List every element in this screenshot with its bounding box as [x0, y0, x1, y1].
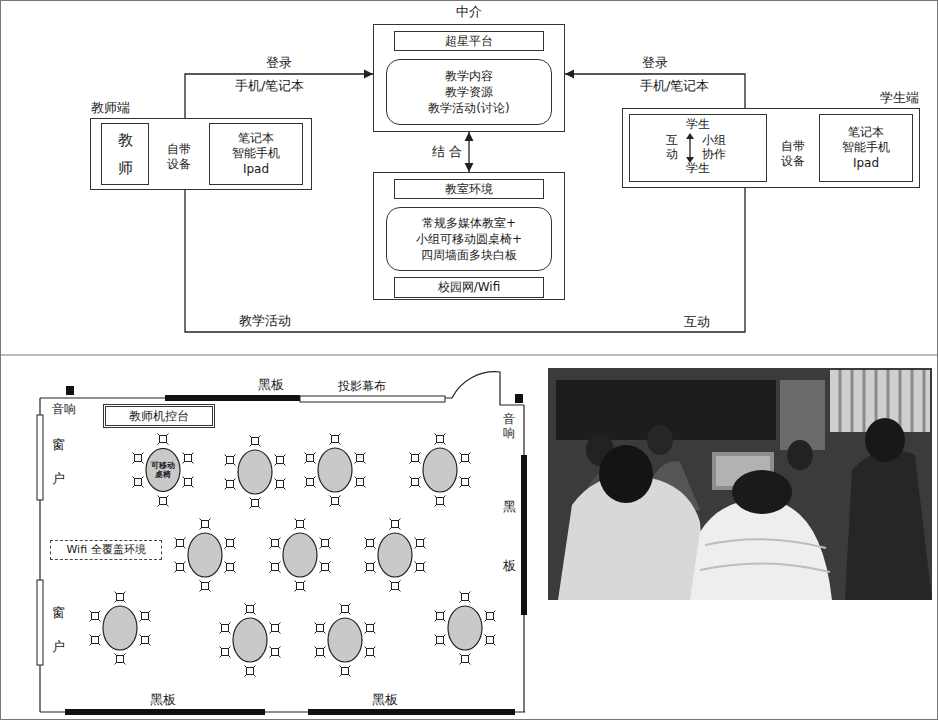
content-box: 教学内容 教学资源 教学活动(讨论)	[386, 59, 552, 125]
edge-label: 登录	[642, 55, 668, 71]
plain-label: 投影幕布	[338, 379, 386, 393]
plain-label: 音响	[52, 402, 76, 416]
node-text: 校园网/Wifi	[438, 280, 501, 294]
connector-line	[565, 74, 745, 108]
device-box: 笔记本 智能手机 Ipad	[819, 114, 913, 182]
node-text: 常规多媒体教室+ 小组可移动圆桌椅+ 四周墙面多块白板	[414, 215, 524, 264]
node-text: 教室环境	[394, 179, 544, 199]
plain-label: 手机/笔记本	[640, 78, 709, 94]
connector	[465, 132, 474, 172]
plain-label: 窗户	[52, 596, 65, 664]
edge-label: 登录	[266, 55, 292, 71]
platform-title: 超星平台	[394, 31, 544, 51]
double-arrow	[685, 133, 695, 163]
node-text: 小组协作	[702, 134, 726, 162]
student-group: 学生端学生互动小组协作学生笔记本 智能手机 Ipad	[622, 108, 920, 188]
student-box: 学生互动小组协作学生	[629, 114, 767, 182]
connector-line	[185, 188, 745, 332]
node-text: 学生	[630, 118, 766, 132]
speaker	[515, 394, 523, 403]
wifi-box: Wifi 全覆盖环境	[50, 540, 162, 560]
console-box: 教师机控台	[103, 404, 215, 428]
network-box: 校园网/Wifi	[394, 277, 544, 298]
connector	[185, 70, 373, 119]
plain-label: 黑板	[503, 478, 516, 595]
window	[37, 415, 43, 500]
edge-label: 自带设备	[167, 142, 191, 171]
teacher-group: 教师端教师笔记本 智能手机 Ipad	[90, 118, 312, 190]
connector-line	[185, 74, 373, 118]
blackboard	[521, 455, 527, 615]
window	[37, 580, 43, 665]
node-text: 超星平台	[445, 34, 493, 48]
plain-label: 黑板	[150, 692, 176, 708]
node-text: 学生	[630, 162, 766, 176]
node-text: 学生端	[880, 90, 919, 106]
plain-label: 手机/笔记本	[235, 78, 304, 94]
plain-label: 黑板	[372, 692, 398, 708]
node-text: 笔记本 智能手机 Ipad	[230, 131, 283, 178]
plain-label: 互动	[684, 314, 710, 330]
connector	[565, 70, 745, 109]
edge-label: 自带设备	[781, 139, 805, 168]
platform-box: 中介超星平台教学内容 教学资源 教学活动(讨论)	[373, 24, 565, 132]
edge-label: 教学活动	[239, 313, 291, 329]
plain-label: 窗户	[52, 428, 65, 496]
speaker	[66, 386, 74, 395]
node-text: 互动	[666, 134, 678, 162]
classroom-box: 教室环境常规多媒体教室+ 小组可移动圆桌椅+ 四周墙面多块白板校园网/Wifi	[373, 172, 565, 300]
blackboard	[65, 709, 265, 715]
arrowhead	[565, 70, 574, 79]
plain-label: 音响	[503, 412, 515, 441]
arrowhead	[364, 70, 373, 79]
teacher-box: 教师	[101, 123, 149, 185]
arrowhead	[465, 163, 474, 172]
node-text: 教师机控台	[129, 409, 189, 423]
blackboard	[165, 395, 300, 401]
node-text: 中介	[374, 4, 564, 20]
node-text: 可移动桌椅	[151, 461, 176, 479]
node-text: 教师端	[91, 100, 130, 116]
node-text: 教学内容 教学资源 教学活动(讨论)	[423, 68, 514, 117]
arrowhead	[465, 132, 474, 141]
node-text: 教师	[118, 126, 133, 183]
device-box: 笔记本 智能手机 Ipad	[209, 123, 303, 185]
floor-plan	[37, 372, 527, 715]
projection-screen	[300, 396, 445, 402]
blackboard	[308, 709, 515, 715]
node-text: 笔记本 智能手机 Ipad	[840, 125, 893, 172]
connector	[185, 188, 745, 332]
classroom-photo	[548, 368, 932, 600]
table-node: 可移动桌椅	[145, 448, 181, 492]
edge-label: 结 合	[432, 144, 462, 160]
divider	[0, 355, 938, 356]
plain-label: 黑板	[258, 377, 284, 393]
classroom-content: 常规多媒体教室+ 小组可移动圆桌椅+ 四周墙面多块白板	[386, 207, 552, 271]
node-text: Wifi 全覆盖环境	[66, 543, 145, 556]
